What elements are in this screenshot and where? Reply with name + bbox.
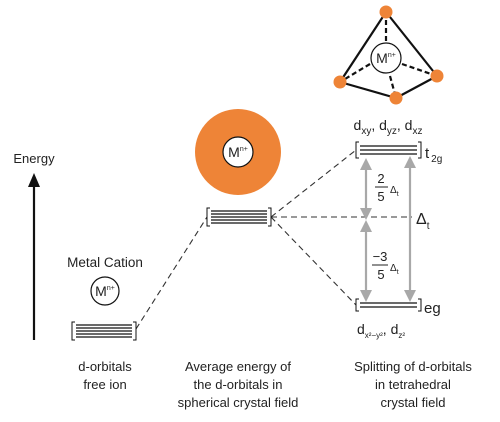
eg-label: eg <box>424 300 441 317</box>
fraction-down: −3 5 Δt <box>372 249 399 282</box>
svg-text:Mn+: Mn+ <box>376 50 396 66</box>
svg-text:5: 5 <box>377 189 384 204</box>
metal-cation-icon: Mn+ <box>90 276 120 306</box>
eg-orbital-level <box>355 298 422 312</box>
ligand-ball <box>389 91 403 105</box>
energy-axis <box>28 173 40 340</box>
svg-text:Mn+: Mn+ <box>228 144 248 160</box>
splitting-arrows <box>360 156 416 302</box>
spherical-orbital-level <box>206 207 272 227</box>
ligand-ball <box>379 5 393 19</box>
svg-text:Δt: Δt <box>390 185 399 198</box>
eg-orbital-names: dx²−y², dz² <box>357 321 405 340</box>
free-ion-orbital-level <box>71 321 137 341</box>
t2g-orbital-level <box>355 141 422 159</box>
svg-text:−3: −3 <box>373 249 388 264</box>
caption-tetrahedral-field: Splitting of d-orbitals in tetrahedral c… <box>354 359 472 410</box>
ligand-ball <box>333 75 347 89</box>
fraction-up: 2 5 Δt <box>375 171 399 204</box>
svg-text:Mn+: Mn+ <box>95 283 115 299</box>
spherical-field-sphere: Mn+ <box>195 109 281 195</box>
svg-text:2: 2 <box>377 171 384 186</box>
metal-cation-label: Metal Cation <box>67 255 143 270</box>
svg-text:Δt: Δt <box>390 263 399 276</box>
t2g-orbital-names: dxy, dyz, dxz <box>354 117 423 137</box>
caption-free-ion: d-orbitals free ion <box>78 359 132 392</box>
caption-spherical-field: Average energy of the d-orbitals in sphe… <box>177 359 299 410</box>
metal-ion-icon: Mn+ <box>370 42 402 74</box>
tetrahedron-illustration <box>339 11 438 100</box>
ligand-ball <box>430 69 444 83</box>
connector-lines <box>135 149 412 330</box>
delta-t-label: Δt <box>416 211 430 232</box>
energy-axis-label: Energy <box>13 151 55 166</box>
svg-text:5: 5 <box>377 267 384 282</box>
